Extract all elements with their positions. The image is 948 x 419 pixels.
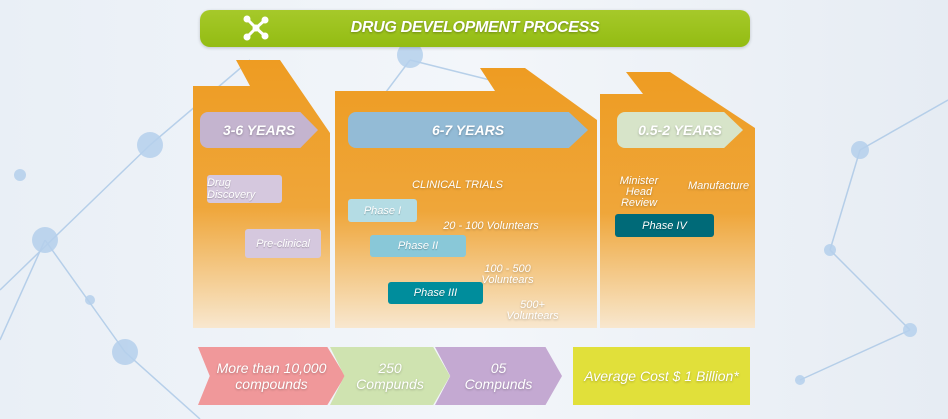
funnel-line2: compounds bbox=[235, 376, 308, 392]
molecule-icon bbox=[243, 15, 269, 41]
phase-1-volunteers: 20 - 100 Voluntears bbox=[443, 220, 539, 232]
phase-1-box: Phase I bbox=[348, 199, 417, 222]
duration-pill: 6-7 YEARS bbox=[348, 112, 588, 148]
clinical-trials-heading: CLINICAL TRIALS bbox=[412, 179, 503, 191]
drug-discovery-box: Drug Discovery bbox=[207, 175, 282, 203]
phase-2-box: Phase II bbox=[370, 235, 466, 257]
funnel-line1: More than 10,000 bbox=[216, 360, 327, 376]
funnel-line1: 05 bbox=[490, 360, 507, 376]
manufacture-label: Manufacture bbox=[688, 180, 750, 192]
phase-3-box: Phase III bbox=[388, 282, 483, 304]
duration-pill: 3-6 YEARS bbox=[200, 112, 318, 148]
average-cost-box: Average Cost $ 1 Billion* bbox=[573, 347, 750, 405]
funnel-line2: Compunds bbox=[464, 376, 533, 392]
minister-head-review-label: Minister Head Review bbox=[619, 175, 659, 209]
phase-3-volunteers: 500+ Voluntears bbox=[506, 299, 559, 322]
funnel-line1: 250 bbox=[378, 360, 402, 376]
phase-2-volunteers: 100 - 500 Voluntears bbox=[481, 263, 534, 286]
pre-clinical-box: Pre-clinical bbox=[245, 229, 321, 258]
duration-pill: 0.5-2 YEARS bbox=[617, 112, 743, 148]
title-bar: DRUG DEVELOPMENT PROCESS bbox=[200, 10, 750, 47]
funnel-line2: Compunds bbox=[356, 376, 424, 392]
phase-4-box: Phase IV bbox=[615, 214, 714, 237]
page-title: DRUG DEVELOPMENT PROCESS bbox=[350, 19, 600, 36]
